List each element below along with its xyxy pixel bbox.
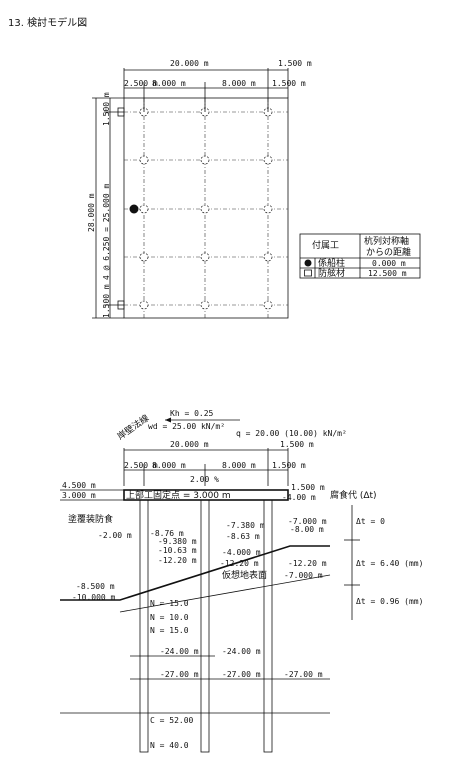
plan-dim-sub-2: 8.000 m [152,79,186,88]
legend-fender-icon [304,269,312,277]
section-right-overhang: 1.500 m [291,483,325,492]
seismic-coefficient: Kh = 0.25 [170,409,214,418]
plan-dim-sub-1: 2.500 m [124,79,158,88]
section-dim-sub-3: 8.000 m [222,461,256,470]
coating-label: 塗覆装防食 [68,513,113,525]
soil-layer-label: N = 15.0 [150,626,189,635]
section-dim-sub-1: 2.500 m [124,461,158,470]
level-label: -12.20 m [288,559,327,568]
corrosion-zone-3: Δt = 0.96 (mm) [356,597,423,606]
section-dim-sub-4: 1.500 m [272,461,306,470]
virtual-ground-label: 仮想地表面 [222,569,267,581]
soil-layer-label: N = 40.0 [150,741,189,750]
plan-dim-length: 28.000 m [87,193,96,232]
level-label: -8.00 m [290,525,324,534]
legend-fender-name: 防舷材 [318,267,345,279]
pile-1 [139,499,149,753]
plan-dim-sub-3: 8.000 m [222,79,256,88]
corrosion-title: 腐食代 (Δt) [330,489,377,501]
level-label: -27.00 m [222,670,261,679]
plan-dim-pile-spacing: 4 @ 6.250 = 25.000 m [102,183,111,280]
legend-bollard-icon [304,259,312,267]
plan-dim-width: 20.000 m [170,59,209,68]
legend-fender-dist: 12.500 m [368,269,407,278]
plan-dim-overhang: 1.500 m [278,59,312,68]
legend-bollard-dist: 0.000 m [372,259,406,268]
plan-grid [124,98,288,318]
corrosion-zone-1: Δt = 0 [356,517,385,526]
section-dim-width: 20.000 m [170,440,209,449]
level-label: -24.00 m [160,647,199,656]
soil-layer-label: C = 52.00 [150,716,194,725]
plan-dim-sub-4: 1.500 m [272,79,306,88]
section-right-level: -4.00 m [282,493,316,502]
soil-layer-label: N = 15.0 [150,599,189,608]
level-label: -10.000 m [72,593,116,602]
level-deck-bottom: 3.000 m [62,491,96,500]
level-label: -24.00 m [222,647,261,656]
level-label: -12.20 m [220,559,259,568]
soil-layer-label: N = 10.0 [150,613,189,622]
legend-header-item: 付属工 [312,240,339,251]
dead-load: wd = 25.00 kN/m² [148,422,225,431]
legend-header-dist: からの距離 [366,246,411,258]
plan-view: 20.000 m 1.500 m 2.500 m 8.000 m 8.000 m… [87,59,421,319]
plan-piles [139,107,273,310]
plan-dim-bottom-edge: 1.500 m [102,284,111,318]
section-dim-sub-2: 8.000 m [152,461,186,470]
bollard-marker [129,204,139,214]
level-label: -12.20 m [158,556,197,565]
section-view: Kh = 0.25 wd = 25.00 kN/m² q = 20.00 (10… [60,409,423,753]
deck-slope: 2.00 % [190,475,219,484]
legend-header-axis: 杭列対称軸 [364,235,409,247]
level-label: -27.00 m [284,670,323,679]
level-label: -8.63 m [226,532,260,541]
level-label: -7.000 m [284,571,323,580]
level-label: -7.000 m [288,517,327,526]
level-label: -4.000 m [222,548,261,557]
level-label: -8.500 m [76,582,115,591]
section-dim-overhang: 1.500 m [280,440,314,449]
level-label: -2.00 m [98,531,132,540]
level-label: -7.380 m [226,521,265,530]
page-title: 13. 検討モデル図 [8,16,87,29]
ground-slope-line [60,545,330,601]
surcharge-load: q = 20.00 (10.00) kN/m² [236,429,347,438]
plan-dim-top-edge: 1.500 m [102,92,111,126]
level-deck-top: 4.500 m [62,481,96,490]
plan-legend: 付属工 杭列対称軸 からの距離 係船柱 0.000 m 防舷材 12.500 m [299,233,421,279]
level-label: -8.76 m [150,529,184,538]
level-label: -10.63 m [158,546,197,555]
pile-3 [263,499,273,753]
level-label: -27.00 m [160,670,199,679]
plan-deck-outline [123,97,289,319]
deck-fixed-point: 上部工固定点 = 3.000 m [126,489,231,501]
pile-2 [200,499,210,753]
shoreline-label: 岸壁法線 [115,412,151,442]
level-label: -9.380 m [158,537,197,546]
legend-bollard-name: 係船柱 [318,257,345,269]
corrosion-zone-2: Δt = 6.40 (mm) [356,559,423,568]
